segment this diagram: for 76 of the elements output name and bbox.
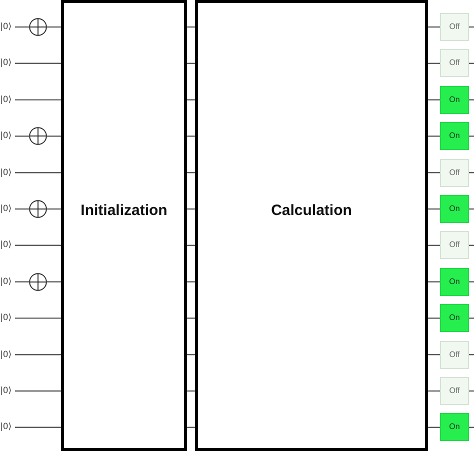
wire [47, 136, 61, 137]
ket-label: |0⟩ [0, 92, 15, 107]
status-lamp: Off [440, 49, 469, 78]
status-lamp: On [440, 268, 469, 296]
wire [15, 318, 61, 319]
wire [469, 26, 474, 28]
box-title: Calculation [270, 201, 353, 221]
wire [15, 172, 61, 174]
wire [428, 62, 440, 64]
wire [15, 390, 61, 392]
ket-label: |0⟩ [0, 166, 15, 180]
wire [428, 281, 440, 282]
wire [428, 172, 440, 174]
wire [15, 62, 61, 64]
ket-label: |0⟩ [0, 274, 15, 289]
ket-label: |0⟩ [0, 348, 15, 362]
wire [428, 390, 440, 392]
wire [15, 281, 29, 282]
status-lamp: On [440, 304, 469, 332]
wire [428, 208, 440, 210]
wire [428, 318, 440, 319]
wire [469, 244, 474, 246]
status-lamp: Off [440, 377, 469, 405]
wire [15, 136, 29, 137]
status-lamp: Off [440, 158, 469, 187]
circled-plus-symbol [29, 127, 47, 146]
wire [47, 208, 61, 210]
wire [187, 281, 195, 282]
status-lamp: On [440, 86, 469, 114]
status-lamp: On [440, 413, 469, 442]
wire [469, 208, 474, 210]
wire [15, 244, 61, 246]
circled-plus-symbol [29, 200, 47, 218]
wire [428, 426, 440, 428]
wire [469, 281, 474, 282]
wire [15, 99, 61, 100]
status-lamp: Off [440, 231, 469, 260]
wire [187, 99, 195, 100]
wire [187, 318, 195, 319]
wire [15, 208, 29, 210]
wire [469, 390, 474, 392]
status-lamp: Off [440, 13, 469, 41]
ket-label: |0⟩ [0, 56, 15, 70]
ket-label: |0⟩ [0, 20, 15, 34]
wire [15, 426, 61, 428]
wire [187, 136, 195, 137]
ket-label: |0⟩ [0, 420, 15, 434]
wire [469, 318, 474, 319]
process-box [195, 0, 428, 451]
process-box [61, 0, 187, 451]
ket-label: |0⟩ [0, 384, 15, 398]
ket-label: |0⟩ [0, 202, 15, 216]
wire [428, 26, 440, 28]
wire [47, 281, 61, 282]
wire [469, 99, 474, 100]
wire [469, 136, 474, 137]
circled-plus-symbol [29, 272, 47, 291]
ket-label: |0⟩ [0, 311, 15, 326]
status-lamp: On [440, 195, 469, 223]
box-title: Initialization [80, 201, 168, 221]
wire [428, 354, 440, 356]
wire [15, 354, 61, 356]
ket-label: |0⟩ [0, 238, 15, 252]
status-lamp: On [440, 122, 469, 150]
wire [469, 354, 474, 356]
wire [428, 244, 440, 246]
circled-plus-symbol [29, 18, 47, 36]
ket-label: |0⟩ [0, 129, 15, 144]
wire [47, 26, 61, 28]
wire [469, 172, 474, 174]
status-lamp: Off [440, 340, 469, 369]
wire [469, 426, 474, 428]
wire [428, 99, 440, 100]
wire [469, 62, 474, 64]
wire [428, 136, 440, 137]
wire [15, 26, 29, 28]
